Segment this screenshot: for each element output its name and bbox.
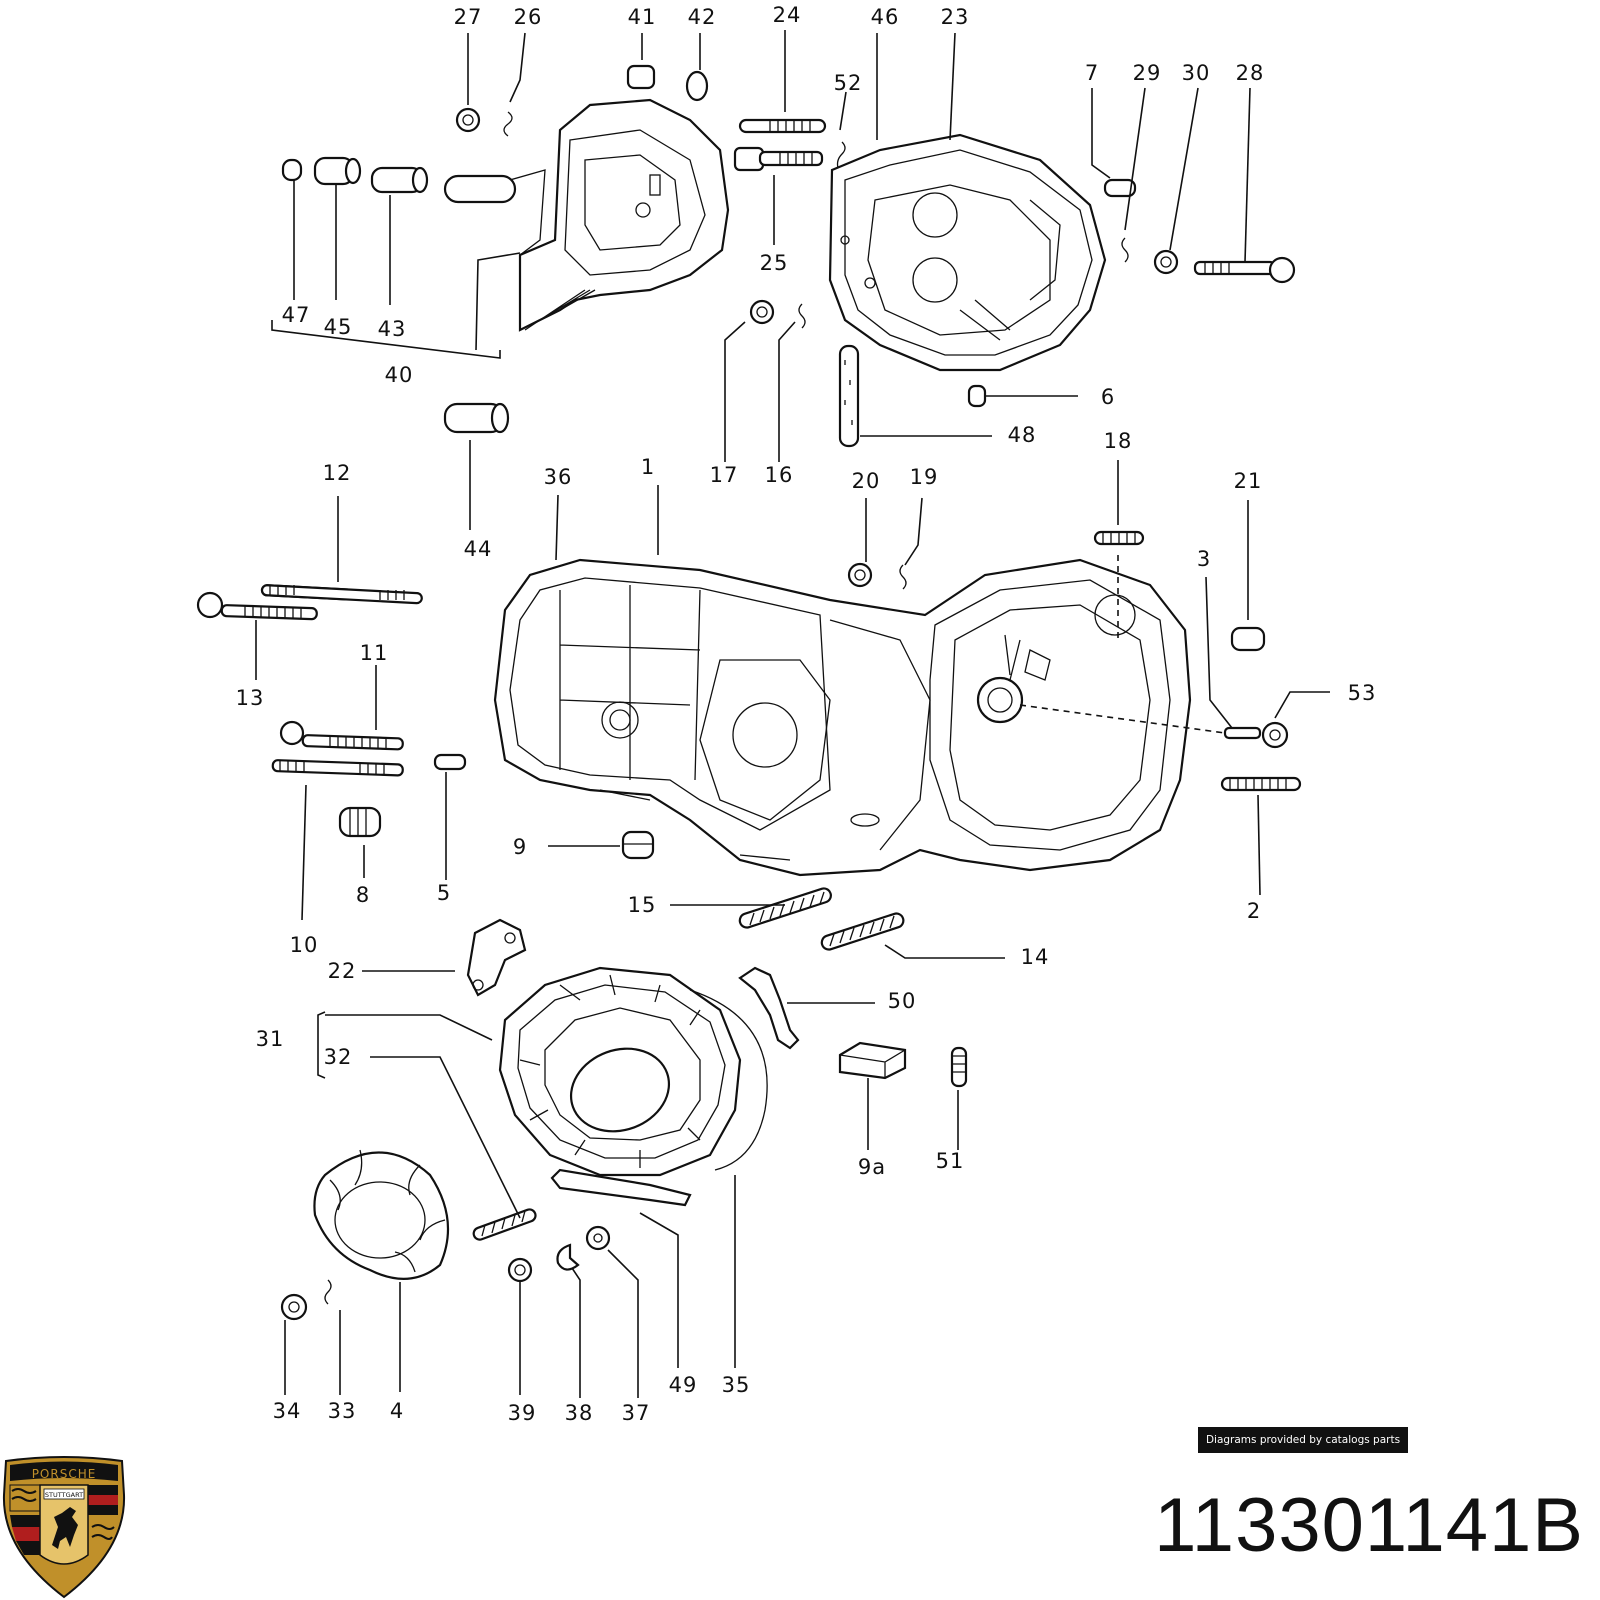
callout-45: 45	[324, 315, 353, 339]
callout-49: 49	[669, 1373, 698, 1397]
part-number: 113301141B	[1154, 1483, 1584, 1568]
callout-22: 22	[328, 959, 357, 983]
callout-32: 32	[324, 1045, 353, 1069]
callout-20: 20	[852, 469, 881, 493]
crest-city: STUTTGART	[45, 1491, 83, 1499]
callout-40: 40	[385, 363, 414, 387]
callout-39: 39	[508, 1401, 537, 1425]
callout-9: 9	[513, 835, 527, 859]
callout-6: 6	[1101, 385, 1115, 409]
callout-18: 18	[1104, 429, 1133, 453]
callout-12: 12	[323, 461, 352, 485]
callout-9a: 9a	[858, 1155, 886, 1179]
callout-13: 13	[236, 686, 265, 710]
crest-wordmark: PORSCHE	[32, 1467, 97, 1481]
callout-24: 24	[773, 3, 802, 27]
small-parts-right	[749, 178, 1296, 448]
callout-51: 51	[936, 1149, 965, 1173]
callout-34: 34	[273, 1399, 302, 1423]
springs-14-15	[738, 887, 905, 951]
callout-43: 43	[378, 317, 407, 341]
callout-35: 35	[722, 1373, 751, 1397]
callout-labels: 1 2 3 4 5 6 7 8 9 9a 10 11 12 13 14 15 1…	[236, 3, 1377, 1425]
callout-26: 26	[514, 5, 543, 29]
callout-4: 4	[390, 1399, 404, 1423]
callout-52: 52	[834, 71, 863, 95]
small-parts-bottom	[280, 1041, 968, 1321]
callout-29: 29	[1133, 61, 1162, 85]
nut-20-clip-19	[847, 562, 907, 590]
rear-housing-cover	[443, 98, 730, 332]
callout-7: 7	[1085, 61, 1099, 85]
callout-19: 19	[910, 465, 939, 489]
callout-21: 21	[1234, 469, 1263, 493]
front-housing	[828, 133, 1107, 372]
callout-44: 44	[464, 537, 493, 561]
callout-48: 48	[1008, 423, 1037, 447]
callout-14: 14	[1021, 945, 1050, 969]
studs-left	[196, 583, 655, 860]
callout-38: 38	[565, 1401, 594, 1425]
callout-28: 28	[1236, 61, 1265, 85]
callout-31: 31	[256, 1027, 285, 1051]
callout-2: 2	[1247, 899, 1261, 923]
callout-10: 10	[290, 933, 319, 957]
callout-8: 8	[356, 883, 370, 907]
leader-lines	[255, 30, 1330, 1398]
callout-25: 25	[760, 251, 789, 275]
callout-37: 37	[622, 1401, 651, 1425]
callout-15: 15	[628, 893, 657, 917]
bolts-24-25	[733, 118, 846, 172]
callout-5: 5	[437, 881, 451, 905]
exploded-view-diagram: 1 2 3 4 5 6 7 8 9 9a 10 11 12 13 14 15 1…	[196, 3, 1377, 1425]
callout-3: 3	[1197, 547, 1211, 571]
spacer-44	[443, 402, 510, 434]
callout-41: 41	[628, 5, 657, 29]
callout-11: 11	[360, 641, 389, 665]
callout-1: 1	[641, 455, 655, 479]
transmission-case	[493, 555, 1226, 877]
callout-33: 33	[328, 1399, 357, 1423]
callout-17: 17	[710, 463, 739, 487]
callout-53: 53	[1348, 681, 1377, 705]
callout-30: 30	[1182, 61, 1211, 85]
callout-36: 36	[544, 465, 573, 489]
callout-46: 46	[871, 5, 900, 29]
callout-27: 27	[454, 5, 483, 29]
callout-50: 50	[888, 989, 917, 1013]
callout-23: 23	[941, 5, 970, 29]
small-parts-top-left	[281, 64, 709, 194]
callout-47: 47	[282, 303, 311, 327]
small-parts-right-middle	[1093, 530, 1302, 792]
side-cover	[466, 918, 800, 1207]
diagram-credit-badge: Diagrams provided by catalogs parts	[1198, 1427, 1408, 1453]
callout-16: 16	[765, 463, 794, 487]
callout-42: 42	[688, 5, 717, 29]
porsche-crest-logo: PORSCHE STUTTGART	[2, 1456, 126, 1599]
